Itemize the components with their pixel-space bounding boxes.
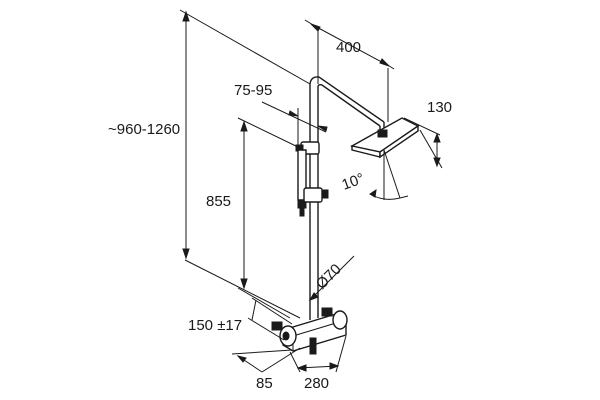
label-wall-offset: 85 [256,375,273,392]
dimension-wall-offset [231,347,301,373]
label-mixer-width: 280 [304,375,329,392]
dimension-holder-offset [261,101,328,146]
label-holder-offset: 75-95 [234,82,272,99]
dimension-head-drop [403,117,443,169]
label-tilt-angle: 10° [340,170,367,194]
thermostatic-mixer [271,307,348,355]
dimension-head-arm [304,19,395,122]
dimension-pipe-diameter [308,255,355,301]
label-mixer-centers: 150 ±17 [188,317,242,334]
label-head-drop: 130 [427,99,452,116]
dimension-tilt-angle [369,149,409,200]
label-head-arm: 400 [336,39,361,56]
label-total-height: ~960-1260 [108,121,180,138]
dimension-mixer-width [289,335,347,373]
slide-bar-and-holder [295,141,329,217]
overhead-shower-head [350,117,420,159]
dimension-mixer-centers [247,297,293,341]
dimension-total-height [179,9,311,319]
label-holder-height: 855 [206,193,231,210]
dimension-holder-height [237,117,301,319]
